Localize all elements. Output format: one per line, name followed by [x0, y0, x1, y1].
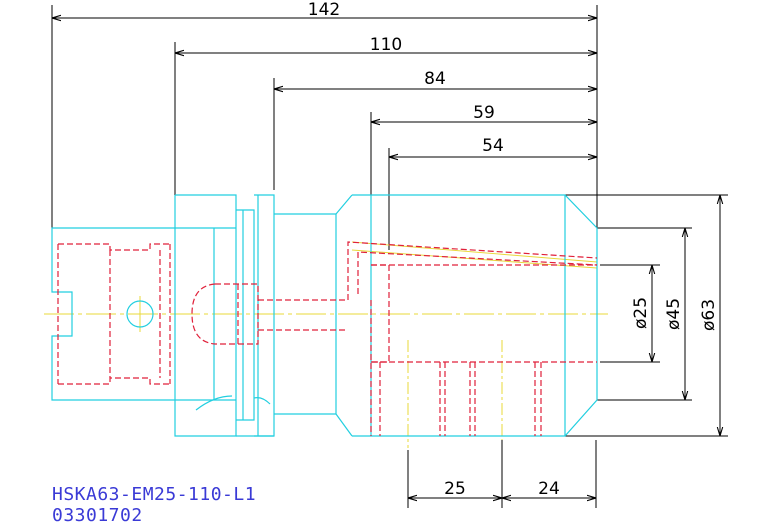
dimension-110: 110 [175, 35, 597, 55]
dimension-110-label: 110 [370, 35, 402, 55]
extension-lines [51, 5, 728, 508]
hidden-lines [57, 241, 598, 436]
dimension-142: 142 [52, 0, 597, 20]
dimension-59: 59 [371, 103, 597, 123]
dimension-d63-label: ø63 [699, 299, 719, 331]
part-number: HSKA63-EM25-110-L1 [52, 484, 257, 505]
dimension-d45: ø45 [664, 228, 685, 400]
dimension-84: 84 [274, 69, 597, 89]
dimension-25: 25 [408, 479, 502, 499]
dimension-d25-label: ø25 [631, 297, 651, 329]
dimension-d45-label: ø45 [664, 298, 684, 330]
dimension-54-label: 54 [482, 136, 504, 156]
centerlines [44, 241, 608, 448]
dimension-59-label: 59 [473, 103, 495, 123]
dimension-54: 54 [389, 136, 597, 157]
dimension-24: 24 [502, 479, 596, 499]
dimension-84-label: 84 [424, 69, 446, 89]
part-code: 03301702 [52, 505, 143, 526]
dimension-25-label: 25 [444, 479, 466, 499]
dimension-d63: ø63 [699, 195, 720, 436]
dimension-d25: ø25 [631, 265, 652, 362]
dimension-24-label: 24 [538, 479, 560, 499]
dimension-142-label: 142 [308, 0, 340, 20]
holder-outline [51, 194, 598, 437]
